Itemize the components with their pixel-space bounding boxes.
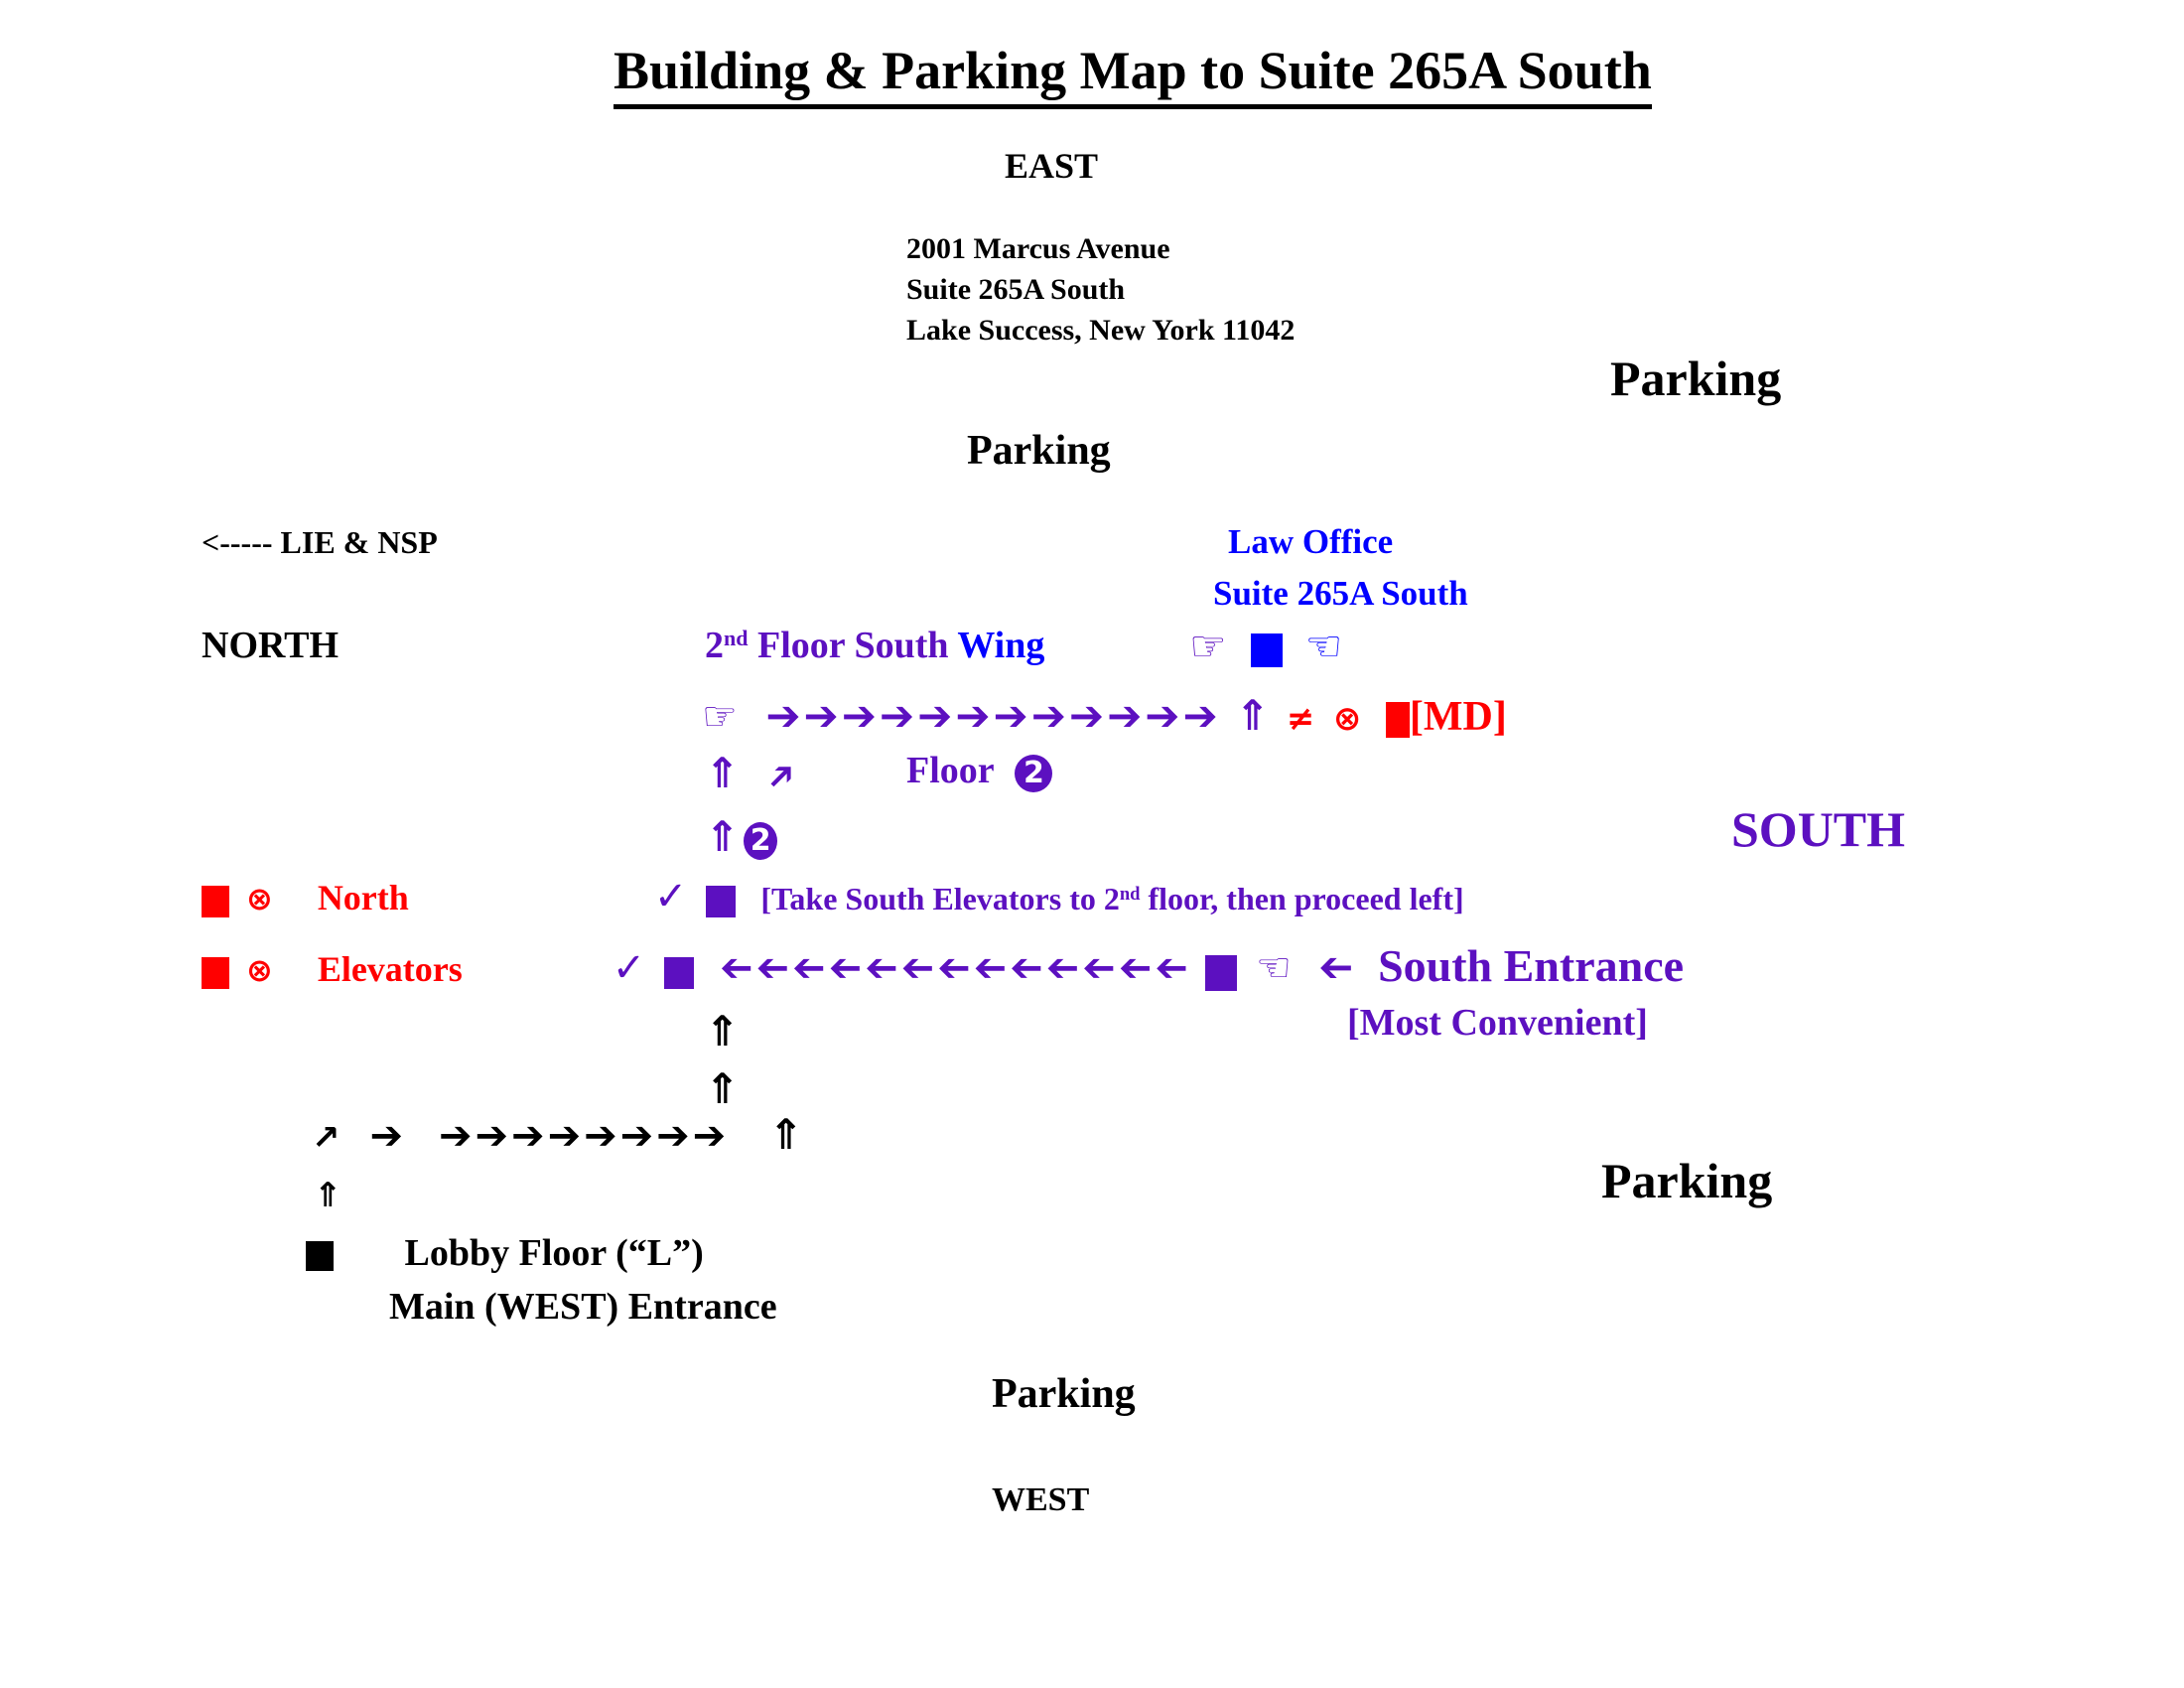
route-row-floor2: ☞ ➔➔➔➔➔➔➔➔➔➔➔➔ ⇑ ≠ ⊗ [MD] bbox=[702, 691, 1507, 741]
floor-label: Floor bbox=[906, 750, 994, 791]
wing-heading-number: 2 bbox=[705, 625, 724, 666]
lobby-marker-row: Lobby Floor (“L”) bbox=[306, 1231, 704, 1275]
highway-sign-lie-nsp: <----- LIE & NSP bbox=[202, 524, 438, 560]
hand-pointing-left-icon: ☜ bbox=[1304, 622, 1343, 670]
floor-2-label-row: Floor 2 bbox=[906, 749, 1053, 793]
circled-x-icon: ⊗ bbox=[1332, 699, 1362, 739]
parking-label-bottom-center: Parking bbox=[992, 1371, 1136, 1417]
left-arrow-icon: ➔ bbox=[1317, 942, 1354, 991]
up-arrow-icon: ⇑ bbox=[768, 1110, 804, 1159]
parking-label-upper-center: Parking bbox=[967, 428, 1111, 474]
legend-north-row: ⊗ North ✓ [Take South Elevators to 2nd f… bbox=[202, 874, 1464, 919]
up-arrow-icon: ⇑ bbox=[705, 812, 741, 861]
legend-north-label: North bbox=[317, 878, 409, 917]
route-arrows-right: ➔➔➔➔➔➔➔➔➔➔➔➔ bbox=[765, 691, 1221, 740]
legend-elevators-label: Elevators bbox=[317, 949, 463, 989]
compass-west-label: WEST bbox=[992, 1481, 1090, 1518]
south-elevator-marker-square-purple bbox=[706, 885, 737, 917]
parking-label-mid-right: Parking bbox=[1601, 1153, 1773, 1208]
hand-pointing-left-icon: ☜ bbox=[1256, 945, 1292, 991]
suite-marker-square-blue bbox=[1251, 633, 1284, 668]
hand-pointing-right-icon: ☞ bbox=[1189, 622, 1227, 670]
most-convenient-note: [Most Convenient] bbox=[1347, 1002, 1648, 1044]
check-icon: ✓ bbox=[612, 945, 646, 991]
md-label: [MD] bbox=[1409, 694, 1507, 740]
md-marker-square-red bbox=[1385, 702, 1410, 739]
compass-east-label: EAST bbox=[1005, 146, 1099, 186]
entrance-path-row: ↗ ➔ ➔➔➔➔➔➔➔➔ ⇑ bbox=[312, 1110, 803, 1159]
south-elevator-marker-square-purple bbox=[664, 956, 695, 989]
wing-marker-icons: ☞ ☜ bbox=[1189, 622, 1342, 671]
wing-heading-rest: Floor South bbox=[748, 625, 958, 666]
main-entrance-label: Main (WEST) Entrance bbox=[389, 1286, 777, 1328]
wing-heading-ordinal: nd bbox=[724, 625, 749, 650]
up-arrow-icon: ⇑ bbox=[314, 1176, 342, 1215]
up-arrow-icon: ⇑ bbox=[1235, 691, 1271, 740]
parking-label-top-right: Parking bbox=[1610, 351, 1782, 406]
path-arrows-right: ➔➔➔➔➔➔➔➔ bbox=[439, 1113, 730, 1159]
hand-pointing-right-icon: ☞ bbox=[702, 694, 738, 740]
route-arrows-left: ➔➔➔➔➔➔➔➔➔➔➔➔➔ bbox=[717, 945, 1188, 991]
circled-x-icon: ⊗ bbox=[246, 880, 273, 917]
north-elevators-marker-square-red bbox=[202, 885, 229, 917]
wing-heading-wing: Wing bbox=[957, 625, 1045, 666]
lobby-marker-square-black bbox=[306, 1241, 334, 1272]
address-line-1: 2001 Marcus Avenue bbox=[906, 232, 1170, 265]
up-arrow-icon: ⇑ bbox=[705, 1064, 741, 1113]
circled-x-icon: ⊗ bbox=[246, 951, 273, 989]
up-arrow-icon: ⇑ bbox=[705, 1007, 741, 1055]
thin-northeast-arrow-icon: ↗ bbox=[312, 1118, 341, 1158]
south-entrance-label: South Entrance bbox=[1378, 940, 1685, 991]
address-block: 2001 Marcus Avenue Suite 265A South Lake… bbox=[906, 228, 1295, 351]
check-icon: ✓ bbox=[653, 874, 688, 919]
law-office-line1: Law Office bbox=[1228, 522, 1394, 561]
stairs-up-row: ⇑ ➔ bbox=[705, 749, 806, 801]
address-line-2: Suite 265A South bbox=[906, 273, 1126, 306]
compass-south-label: SOUTH bbox=[1731, 801, 1906, 857]
south-entrance-marker-square-purple bbox=[1205, 954, 1237, 991]
wing-heading: 2nd Floor South Wing bbox=[705, 624, 1044, 667]
take-elevators-note: [Take South Elevators to 2nd floor, then… bbox=[760, 881, 1463, 916]
lobby-floor-label: Lobby Floor (“L”) bbox=[404, 1232, 704, 1274]
address-line-3: Lake Success, New York 11042 bbox=[906, 314, 1296, 347]
up-to-floor2-row: ⇑2 bbox=[705, 812, 778, 862]
take-note-post: floor, then proceed left] bbox=[1140, 881, 1464, 916]
take-note-sup: nd bbox=[1119, 883, 1141, 905]
page-title: Building & Parking Map to Suite 265A Sou… bbox=[614, 41, 1652, 109]
legend-elevators-row: ⊗ Elevators ✓ ➔➔➔➔➔➔➔➔➔➔➔➔➔ ☜ ➔ South En… bbox=[202, 939, 1684, 992]
northeast-arrow-icon: ➔ bbox=[755, 751, 806, 801]
north-elevators-marker-square-red bbox=[202, 956, 229, 989]
compass-north-label: NORTH bbox=[202, 625, 340, 666]
up-arrow-icon: ⇑ bbox=[705, 749, 741, 797]
take-note-pre: [Take South Elevators to 2 bbox=[760, 881, 1120, 916]
law-office-line2: Suite 265A South bbox=[1213, 574, 1468, 613]
floor-2-badge: 2 bbox=[1015, 755, 1053, 793]
right-arrow-icon: ➔ bbox=[369, 1113, 404, 1159]
not-equal-icon: ≠ bbox=[1286, 699, 1315, 739]
floor-2-badge: 2 bbox=[744, 822, 778, 861]
